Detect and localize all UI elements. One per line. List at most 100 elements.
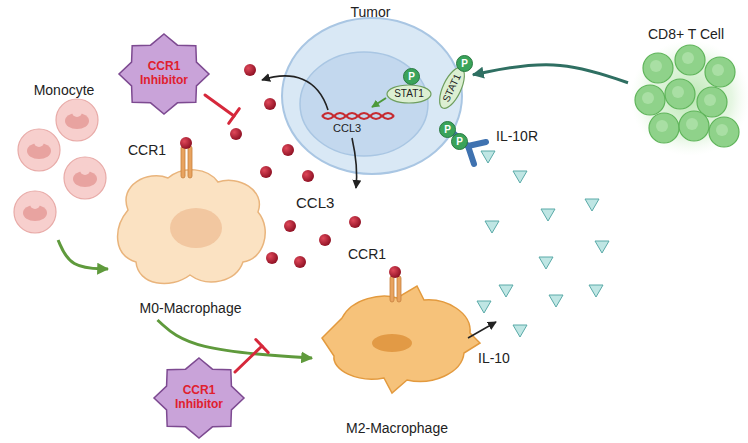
secretion-arrow	[262, 76, 496, 338]
il10-molecule	[485, 221, 499, 233]
t-cell	[705, 57, 735, 87]
cell-nucleus	[672, 86, 684, 98]
node-shape	[322, 286, 480, 393]
tcells-node: CD8+ T Cell	[628, 22, 744, 157]
node-shape	[154, 358, 244, 438]
secretion-arrow	[468, 322, 496, 338]
t-cell	[649, 113, 679, 143]
part-label: CCR1	[128, 142, 166, 158]
flow-arrow	[158, 320, 313, 358]
tumor-cell	[282, 18, 462, 174]
ccl3-molecule	[266, 252, 278, 264]
ccl3-molecule	[284, 220, 296, 232]
star-node: CCR1 Inhibitor	[152, 356, 246, 440]
t-cell	[643, 53, 673, 83]
cell-nucleus	[34, 137, 44, 147]
t-cell	[635, 85, 665, 115]
inhibition-bar	[235, 346, 262, 372]
node-text: Monocyte	[34, 82, 95, 98]
ccl3-molecule	[264, 98, 276, 110]
il10-molecule	[541, 209, 555, 221]
ccl3-molecule	[260, 166, 272, 178]
ccl3-molecule	[180, 137, 192, 149]
phospho-mark: P	[451, 133, 468, 150]
il10-receptor	[468, 146, 474, 164]
ccl3-molecule	[349, 216, 361, 228]
flow-arrow	[58, 240, 108, 269]
part-label: IL-10R	[496, 128, 538, 144]
cell-nucleus	[72, 107, 82, 117]
dna-strand	[322, 113, 394, 119]
il10-molecule	[549, 295, 563, 307]
part-label: CCL3	[333, 122, 361, 135]
ccr1-receptor	[181, 146, 401, 302]
monocyte-cell	[64, 157, 106, 199]
ccl3-molecule	[180, 64, 401, 278]
node-text: Tumor	[351, 4, 391, 20]
dna-strand	[322, 113, 394, 119]
node-text: CCR1 Inhibitor	[168, 384, 230, 412]
star-node: CCR1 Inhibitor	[117, 32, 211, 116]
cell-nucleus	[716, 124, 728, 136]
ccr1-receptor	[181, 146, 185, 178]
cell-nucleus	[80, 165, 90, 175]
ccr1-receptor	[390, 276, 394, 302]
il10-molecule	[481, 151, 495, 163]
monocytes-node: Monocyte	[5, 78, 123, 240]
node-text: CD8+ T Cell	[648, 26, 724, 42]
node-shape	[119, 34, 209, 114]
ccl3-molecule	[244, 64, 256, 76]
il10-molecule	[539, 257, 553, 269]
node-shape	[118, 170, 266, 284]
il10-molecule	[513, 325, 527, 337]
phospho-mark: P	[403, 68, 420, 85]
macrophage-cell	[322, 286, 480, 393]
node-shape	[14, 99, 106, 233]
flow-arrow	[473, 65, 628, 83]
cell-nucleus	[650, 60, 662, 72]
il10-molecule	[595, 241, 609, 253]
part-label: IL-10	[478, 350, 510, 366]
cell-nucleus	[642, 92, 654, 104]
inhibitor-star	[154, 358, 244, 438]
stat-node: STAT1	[386, 84, 432, 104]
activation-arrow	[372, 98, 386, 107]
ccl3-molecule	[294, 256, 306, 268]
cell-nucleus	[300, 52, 428, 156]
node-text: CCR1 Inhibitor	[133, 60, 195, 88]
il10-molecule	[513, 171, 527, 183]
inhibition-bar	[205, 95, 268, 372]
cell-nucleus	[704, 94, 716, 106]
inhibition-bar	[205, 95, 234, 116]
node-text: STAT1	[394, 88, 424, 100]
il10-molecule	[477, 301, 491, 313]
t-cell	[709, 117, 739, 147]
cell-nucleus	[30, 199, 40, 209]
t-cell	[665, 79, 695, 109]
node-shape	[387, 85, 431, 103]
cell-glow	[630, 40, 748, 156]
ccl3-molecule	[282, 144, 294, 156]
t-cell	[675, 45, 705, 75]
inhibitor-star	[119, 34, 209, 114]
cell-nucleus	[712, 64, 724, 76]
cell-nucleus	[656, 120, 668, 132]
secretion-arrow	[352, 138, 357, 188]
inhibition-bar	[256, 340, 268, 353]
il10-molecule	[477, 151, 609, 337]
il10-receptor	[452, 132, 486, 164]
ccr1-receptor	[397, 276, 401, 302]
il10-molecule	[589, 285, 603, 297]
ccl3-molecule	[319, 234, 331, 246]
inhibition-bar	[229, 109, 240, 124]
dna-strand	[322, 113, 394, 119]
node-shape	[630, 40, 748, 156]
il10-molecule	[499, 285, 513, 297]
secretion-arrow	[262, 76, 328, 110]
ccl3-molecule	[230, 128, 242, 140]
node-outline	[628, 22, 744, 157]
cell-nucleus	[682, 52, 694, 64]
cell-nucleus	[686, 118, 698, 130]
